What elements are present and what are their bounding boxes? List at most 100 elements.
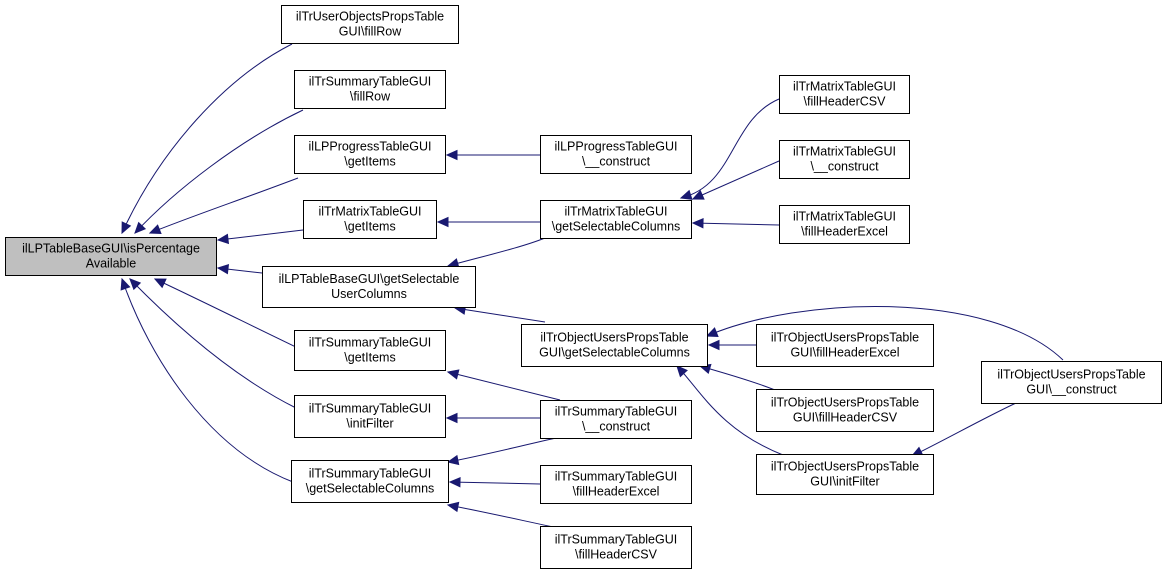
node-n_sif[interactable]: ilTrSummaryTableGUI\initFilter: [294, 395, 446, 438]
edge-line: [121, 278, 294, 483]
edge-line: [680, 98, 780, 199]
node-label-line: ilTrMatrixTableGUI: [564, 205, 667, 219]
edge-n_sc-to-n_sgi: [446, 369, 561, 401]
edge-arrowhead: [148, 224, 162, 235]
node-n_mfhe[interactable]: ilTrMatrixTableGUI\fillHeaderExcel: [779, 205, 910, 244]
edge-arrowhead: [691, 189, 705, 200]
edge-n_sc-to-n_sif: [445, 412, 540, 424]
node-label-line: GUI\fillRow: [339, 25, 402, 39]
edge-line: [447, 437, 557, 463]
node-label-line: Available: [86, 257, 137, 271]
node-box: [294, 330, 446, 371]
edge-line: [121, 43, 293, 234]
node-label-line: ilTrObjectUsersPropsTable: [771, 396, 919, 410]
node-label-line: ilTrMatrixTableGUI: [793, 80, 896, 94]
node-box: [756, 454, 934, 495]
edge-n_sfhc-to-n_sgsc: [446, 501, 559, 529]
node-n_mfhc[interactable]: ilTrMatrixTableGUI\fillHeaderCSV: [779, 75, 910, 114]
node-label-line: ilLPProgressTableGUI: [555, 140, 678, 154]
edge-line: [454, 307, 546, 323]
edge-arrowhead: [448, 476, 461, 488]
edge-n_sif-to-root: [129, 278, 297, 409]
edge-n_sfhe-to-n_sgsc: [448, 476, 541, 488]
edge-line: [154, 278, 301, 350]
node-label-line: ilLPTableBaseGUI\isPercentage: [22, 242, 200, 256]
node-label-line: ilTrObjectUsersPropsTable: [540, 331, 688, 345]
node-box: [294, 135, 446, 174]
edge-line: [692, 222, 780, 226]
node-n_sgsc[interactable]: ilTrSummaryTableGUI\getSelectableColumns: [291, 460, 449, 503]
node-box: [540, 135, 692, 174]
edge-line: [149, 177, 299, 234]
edge-arrowhead: [216, 263, 230, 275]
nodes-layer: ilLPTableBaseGUI\isPercentageAvailableil…: [5, 5, 1162, 569]
edge-n_mc-to-n_mgsc: [691, 160, 780, 200]
node-n_sc[interactable]: ilTrSummaryTableGUI\__construct: [540, 400, 692, 439]
edge-n_mgi-to-root: [216, 229, 304, 245]
edge-line: [911, 402, 1017, 457]
node-box: [294, 70, 446, 109]
node-label-line: ilTrMatrixTableGUI: [318, 205, 421, 219]
edge-arrowhead: [705, 327, 719, 337]
edge-line: [447, 371, 561, 401]
node-label-line: ilTrSummaryTableGUI: [309, 75, 431, 89]
node-label-line: \getSelectableColumns: [552, 220, 681, 234]
edge-arrowhead: [676, 365, 688, 378]
node-n_ousc[interactable]: ilTrObjectUsersPropsTableGUI\getSelectab…: [521, 324, 708, 367]
node-label-line: \fillHeaderExcel: [573, 485, 660, 499]
edges-layer: [120, 43, 1064, 529]
edge-n_oufhc-to-n_ousc: [698, 363, 776, 391]
node-n_oufhc[interactable]: ilTrObjectUsersPropsTableGUI\fillHeaderC…: [756, 389, 934, 432]
node-n_oufhe[interactable]: ilTrObjectUsersPropsTableGUI\fillHeaderE…: [756, 324, 934, 367]
edge-n_oufhe-to-n_ousc: [707, 339, 756, 351]
node-label-line: ilTrSummaryTableGUI: [555, 533, 677, 547]
edge-arrowhead: [120, 277, 131, 291]
node-n_sfhc[interactable]: ilTrSummaryTableGUI\fillHeaderCSV: [540, 526, 692, 569]
edge-n_mgsc-to-n_mgi: [436, 216, 540, 228]
node-label-line: \__construct: [582, 420, 651, 434]
node-n_sfhe[interactable]: ilTrSummaryTableGUI\fillHeaderExcel: [540, 465, 692, 504]
node-label-line: \initFilter: [346, 417, 393, 431]
node-label-line: ilTrSummaryTableGUI: [309, 467, 431, 481]
node-label-line: \getItems: [344, 155, 395, 169]
node-label-line: ilLPTableBaseGUI\getSelectable: [279, 272, 460, 286]
edge-arrowhead: [445, 149, 458, 161]
edge-n_ouif-to-n_ousc: [676, 365, 784, 456]
edge-line: [217, 229, 304, 241]
edge-n_sfr-to-root: [134, 109, 304, 234]
edge-n_lpgi-to-root: [148, 177, 299, 235]
node-n_lpsuc[interactable]: ilLPTableBaseGUI\getSelectableUserColumn…: [262, 266, 476, 308]
edge-arrowhead: [707, 339, 720, 351]
node-n_sgi[interactable]: ilTrSummaryTableGUI\getItems: [294, 330, 446, 371]
node-n_mgsc[interactable]: ilTrMatrixTableGUI\getSelectableColumns: [540, 200, 692, 239]
node-label-line: \fillRow: [350, 90, 391, 104]
node-label-line: \fillHeaderCSV: [804, 95, 887, 109]
node-n_mgi[interactable]: ilTrMatrixTableGUI\getItems: [303, 200, 437, 239]
node-label-line: \fillHeaderExcel: [801, 225, 888, 239]
node-label-line: UserColumns: [331, 287, 407, 301]
edge-arrowhead: [446, 369, 460, 380]
node-box: [303, 200, 437, 239]
node-label-line: ilTrUserObjectsPropsTable: [296, 10, 444, 24]
node-box: [540, 526, 692, 569]
node-label-line: GUI\fillHeaderExcel: [790, 346, 899, 360]
node-n_lpgi[interactable]: ilLPProgressTableGUI\getItems: [294, 135, 446, 174]
node-label-line: GUI\initFilter: [810, 475, 879, 489]
node-box: [756, 389, 934, 432]
node-box: [540, 400, 692, 439]
node-label-line: ilTrMatrixTableGUI: [793, 145, 896, 159]
node-n_lpc[interactable]: ilLPProgressTableGUI\__construct: [540, 135, 692, 174]
node-label-line: GUI\__construct: [1026, 383, 1117, 397]
node-label-line: \getSelectableColumns: [306, 482, 435, 496]
node-n_mc[interactable]: ilTrMatrixTableGUI\__construct: [779, 140, 910, 179]
node-label-line: \getItems: [344, 351, 395, 365]
node-label-line: \__construct: [582, 155, 651, 169]
node-label-line: ilTrSummaryTableGUI: [309, 402, 431, 416]
node-box: [262, 266, 476, 308]
node-n_sfr[interactable]: ilTrSummaryTableGUI\fillRow: [294, 70, 446, 109]
node-box: [540, 465, 692, 504]
